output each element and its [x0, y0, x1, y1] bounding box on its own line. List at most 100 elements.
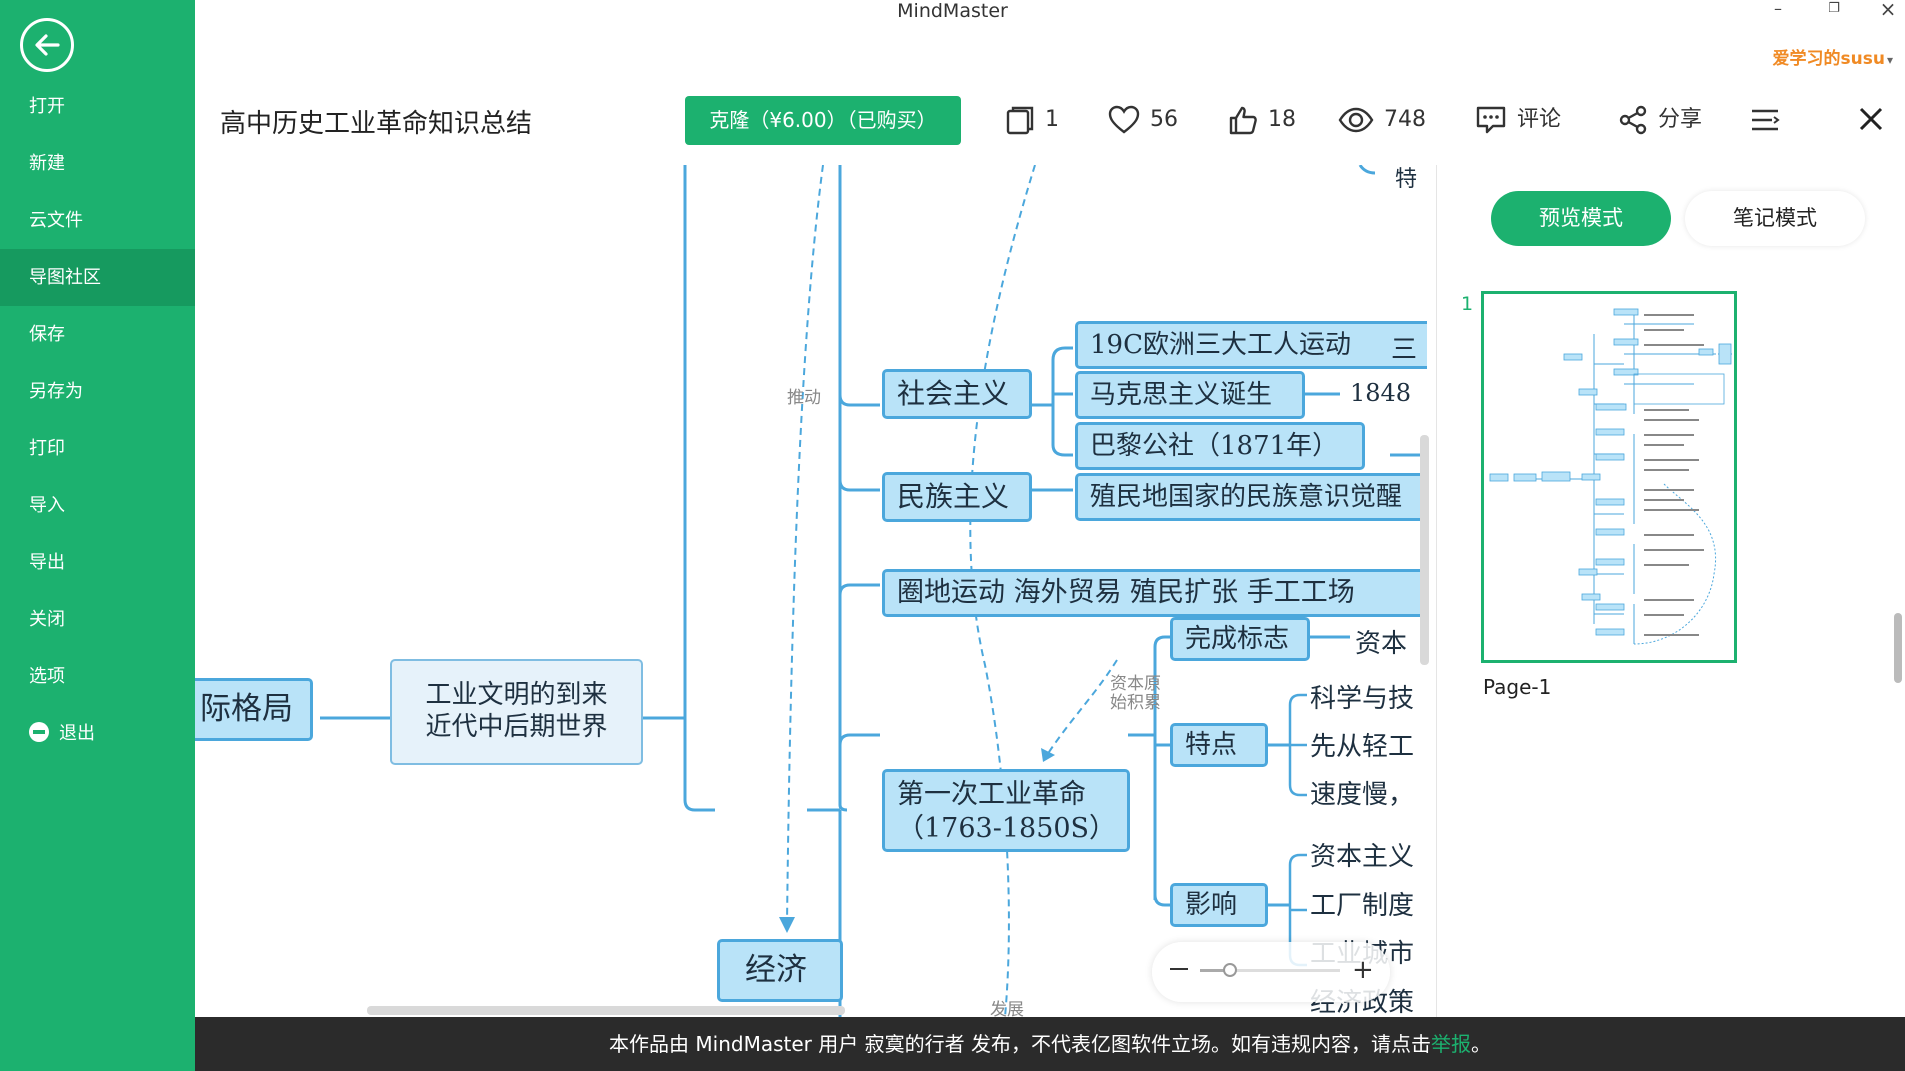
leaf-1848[interactable]: 1848 [1350, 379, 1412, 407]
link-label-capital-accum-line1: 资本原 [1110, 674, 1161, 694]
node-industrial-civilization[interactable]: 工业文明的到来 近代中后期世界 [390, 659, 643, 765]
comment-button[interactable]: 评论 [1475, 100, 1561, 140]
thumbs-up-icon [1229, 106, 1257, 135]
clone-button[interactable]: 克隆（¥6.00）（已购买） [685, 96, 961, 145]
link-label-capital-accumulation: 资本原 始积累 [1110, 675, 1161, 713]
node-economy[interactable]: 经济 [717, 939, 843, 1002]
favorite-count: 56 [1150, 107, 1178, 132]
preview-mode-button[interactable]: 预览模式 [1491, 191, 1671, 246]
node-first-revolution-line1: 第一次工业革命 [897, 779, 1086, 810]
node-features[interactable]: 特点 [1170, 723, 1268, 767]
zoom-control: + [1152, 942, 1390, 1002]
views-stat: 748 [1338, 100, 1426, 140]
horizontal-scrollbar[interactable] [367, 1006, 845, 1015]
app-title: MindMaster [897, 0, 1008, 22]
like-count: 18 [1268, 107, 1296, 132]
share-icon [1619, 105, 1647, 135]
leaf-science-tech[interactable]: 科学与技 [1310, 684, 1415, 714]
menu-import[interactable]: 导入 [29, 495, 65, 516]
menu-save[interactable]: 保存 [29, 324, 65, 345]
menu-export[interactable]: 导出 [29, 552, 65, 573]
node-completion-mark[interactable]: 完成标志 [1170, 617, 1310, 661]
node-colonial-awareness[interactable]: 殖民地国家的民族意识觉醒 [1075, 473, 1427, 521]
leaf-san[interactable]: 三 [1391, 335, 1418, 365]
exit-icon [29, 722, 49, 742]
leaf-capitalism[interactable]: 资本主义 [1310, 842, 1415, 872]
link-label-push: 推动 [787, 388, 821, 408]
connector-lines [320, 165, 1427, 1017]
menu-exit-label: 退出 [59, 723, 95, 744]
pages-stat[interactable]: 1 [1005, 100, 1059, 140]
node-socialism[interactable]: 社会主义 [882, 369, 1032, 419]
panel-resize-handle[interactable] [1894, 613, 1902, 683]
leaf-factory-system[interactable]: 工厂制度 [1310, 891, 1415, 921]
page-panel: 预览模式 笔记模式 1 [1436, 165, 1905, 1017]
menu-exit[interactable]: 退出 [0, 705, 195, 762]
node-capital-sources[interactable]: 圈地运动 海外贸易 殖民扩张 手工工场 [882, 569, 1427, 617]
leaf-capital[interactable]: 资本 [1355, 629, 1408, 659]
zoom-in-button[interactable]: + [1352, 955, 1374, 985]
node-international-pattern[interactable]: 际格局 [195, 678, 313, 741]
share-button[interactable]: 分享 [1618, 100, 1702, 140]
sidebar-bottom-strip [0, 1063, 195, 1071]
node-first-industrial-revolution[interactable]: 第一次工业革命 （1763-1850S） [882, 769, 1130, 852]
comment-icon [1476, 106, 1506, 134]
node-impact[interactable]: 影响 [1170, 883, 1268, 927]
menu-close[interactable]: 关闭 [29, 609, 65, 630]
views-count: 748 [1384, 107, 1426, 132]
eye-icon [1338, 107, 1374, 133]
menu-save-as[interactable]: 另存为 [29, 381, 83, 402]
node-marxism[interactable]: 马克思主义诞生 [1075, 371, 1305, 419]
minimize-button[interactable]: – [1774, 0, 1782, 18]
node-paris-commune[interactable]: 巴黎公社（1871年） [1075, 422, 1365, 470]
notice-suffix: 。 [1470, 1032, 1491, 1056]
menu-open[interactable]: 打开 [29, 96, 65, 117]
page-label: Page-1 [1483, 675, 1552, 699]
page-number: 1 [1461, 293, 1474, 315]
node-nationalism[interactable]: 民族主义 [882, 472, 1032, 522]
menu-new[interactable]: 新建 [29, 153, 65, 174]
outline-toggle-button[interactable] [1750, 100, 1790, 140]
notice-text: 本作品由 MindMaster 用户 寂寞的行者 发布，不代表亿图软件立场。如有… [609, 1032, 1431, 1056]
thumbnail-mindmap-image [1489, 308, 1734, 645]
pages-count: 1 [1045, 107, 1059, 132]
menu-cloud-files[interactable]: 云文件 [29, 210, 83, 231]
publisher-notice-bar: 本作品由 MindMaster 用户 寂寞的行者 发布，不代表亿图软件立场。如有… [195, 1017, 1905, 1071]
node-industrial-civilization-line2: 近代中后期世界 [425, 712, 608, 742]
document-title: 高中历史工业革命知识总结 [220, 109, 533, 139]
leaf-light-industry-first[interactable]: 先从轻工 [1310, 732, 1415, 762]
copy-pages-icon [1006, 106, 1034, 135]
user-menu[interactable]: 爱学习的susu▾ [1773, 44, 1893, 69]
notes-mode-button[interactable]: 笔记模式 [1685, 191, 1865, 246]
node-workers-movement[interactable]: 19C欧洲三大工人运动 [1075, 321, 1427, 369]
vertical-scrollbar[interactable] [1420, 435, 1429, 665]
leaf-te[interactable]: 特 [1395, 167, 1418, 192]
node-industrial-civilization-line1: 工业文明的到来 [425, 680, 608, 710]
menu-print[interactable]: 打印 [29, 438, 65, 459]
mindmap-canvas[interactable]: 际格局 工业文明的到来 近代中后期世界 经济 社会主义 民族主义 19C欧洲三大… [195, 165, 1427, 1017]
file-menu-sidebar: 打开 新建 云文件 导图社区 保存 另存为 打印 导入 导出 关闭 选项 退出 [0, 0, 195, 1071]
restore-button[interactable]: ❐ [1828, 1, 1840, 16]
menu-community[interactable]: 导图社区 [0, 249, 195, 306]
close-document-icon[interactable] [1855, 103, 1887, 135]
comment-label: 评论 [1517, 107, 1562, 132]
back-arrow-icon[interactable] [20, 18, 74, 72]
chevron-down-icon: ▾ [1886, 53, 1893, 67]
node-first-revolution-line2: （1763-1850S） [897, 813, 1117, 844]
leaf-slow-speed[interactable]: 速度慢， [1310, 780, 1415, 810]
zoom-out-button[interactable] [1170, 968, 1188, 970]
report-link[interactable]: 举报 [1430, 1032, 1471, 1056]
menu-lines-icon [1752, 109, 1780, 131]
like-stat[interactable]: 18 [1228, 100, 1296, 140]
window-close-button[interactable]: × [1879, 0, 1897, 21]
favorite-stat[interactable]: 56 [1108, 100, 1178, 140]
heart-icon [1108, 105, 1140, 134]
page-thumbnail[interactable] [1481, 291, 1737, 663]
zoom-slider-track[interactable] [1200, 969, 1340, 972]
link-label-capital-accum-line2: 始积累 [1110, 693, 1161, 713]
menu-options[interactable]: 选项 [29, 666, 65, 687]
zoom-slider-handle[interactable] [1223, 963, 1237, 977]
share-label: 分享 [1658, 107, 1703, 132]
zoom-slider-fill [1200, 969, 1230, 972]
user-name: 爱学习的susu [1772, 49, 1885, 69]
